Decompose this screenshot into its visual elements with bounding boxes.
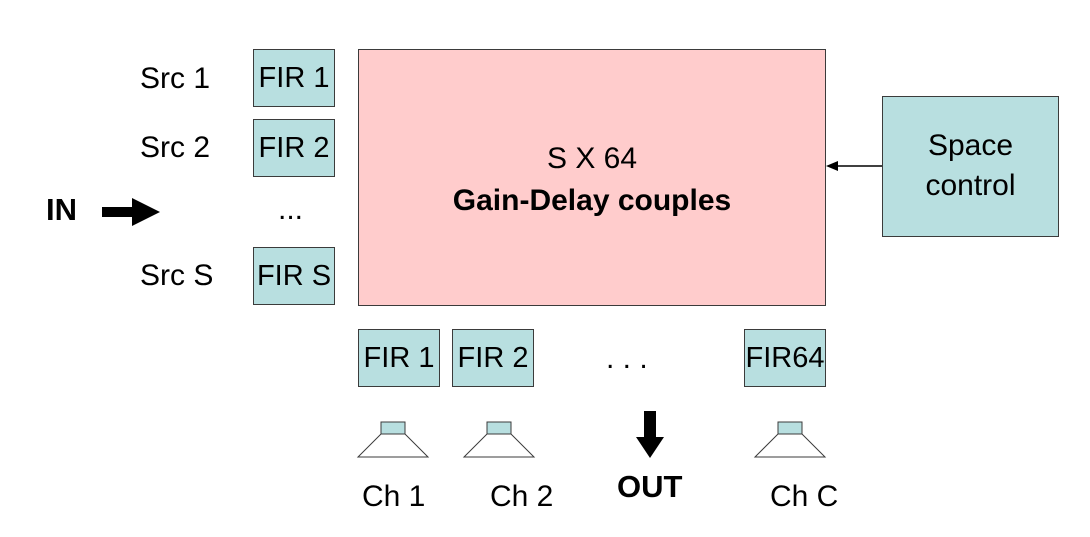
input-fir-label-2: FIR 2 xyxy=(258,131,330,164)
gain-delay-matrix-box: S X 64 Gain-Delay couples xyxy=(358,49,826,306)
space-control-line-2: control xyxy=(925,169,1016,202)
in-arrow-icon xyxy=(102,198,160,226)
out-arrow-icon xyxy=(636,411,664,458)
in-label: IN xyxy=(46,192,77,227)
output-fir-label-1: FIR 1 xyxy=(363,341,435,374)
control-arrow-head-icon xyxy=(826,161,838,171)
speaker-icon-chc xyxy=(753,421,827,458)
output-fir-box-1: FIR 1 xyxy=(358,329,440,387)
speaker-icon-ch1 xyxy=(356,421,430,458)
sources-ellipsis: ... xyxy=(278,193,304,226)
matrix-title: Gain-Delay couples xyxy=(452,184,732,217)
channel-label-1: Ch 1 xyxy=(362,480,426,513)
matrix-size-label: S X 64 xyxy=(546,142,638,175)
input-fir-box-1: FIR 1 xyxy=(253,49,335,107)
source-label-2: Src 2 xyxy=(140,131,211,164)
output-ellipsis: . . . xyxy=(606,342,648,375)
channel-label-c: Ch C xyxy=(770,480,839,513)
source-label-1: Src 1 xyxy=(140,62,211,95)
output-fir-label-c: FIR64 xyxy=(745,341,825,374)
channel-label-2: Ch 2 xyxy=(490,480,554,513)
input-fir-label-s: FIR S xyxy=(256,259,332,292)
space-control-box: Space control xyxy=(882,96,1059,237)
input-fir-label-1: FIR 1 xyxy=(258,61,330,94)
output-fir-label-2: FIR 2 xyxy=(457,341,529,374)
out-label: OUT xyxy=(617,469,683,504)
output-fir-box-2: FIR 2 xyxy=(452,329,534,387)
space-control-line-1: Space xyxy=(927,129,1014,162)
output-fir-box-c: FIR64 xyxy=(744,329,826,387)
source-label-s: Src S xyxy=(140,259,214,292)
input-fir-box-s: FIR S xyxy=(253,247,335,305)
speaker-icon-ch2 xyxy=(462,421,536,458)
input-fir-box-2: FIR 2 xyxy=(253,119,335,177)
